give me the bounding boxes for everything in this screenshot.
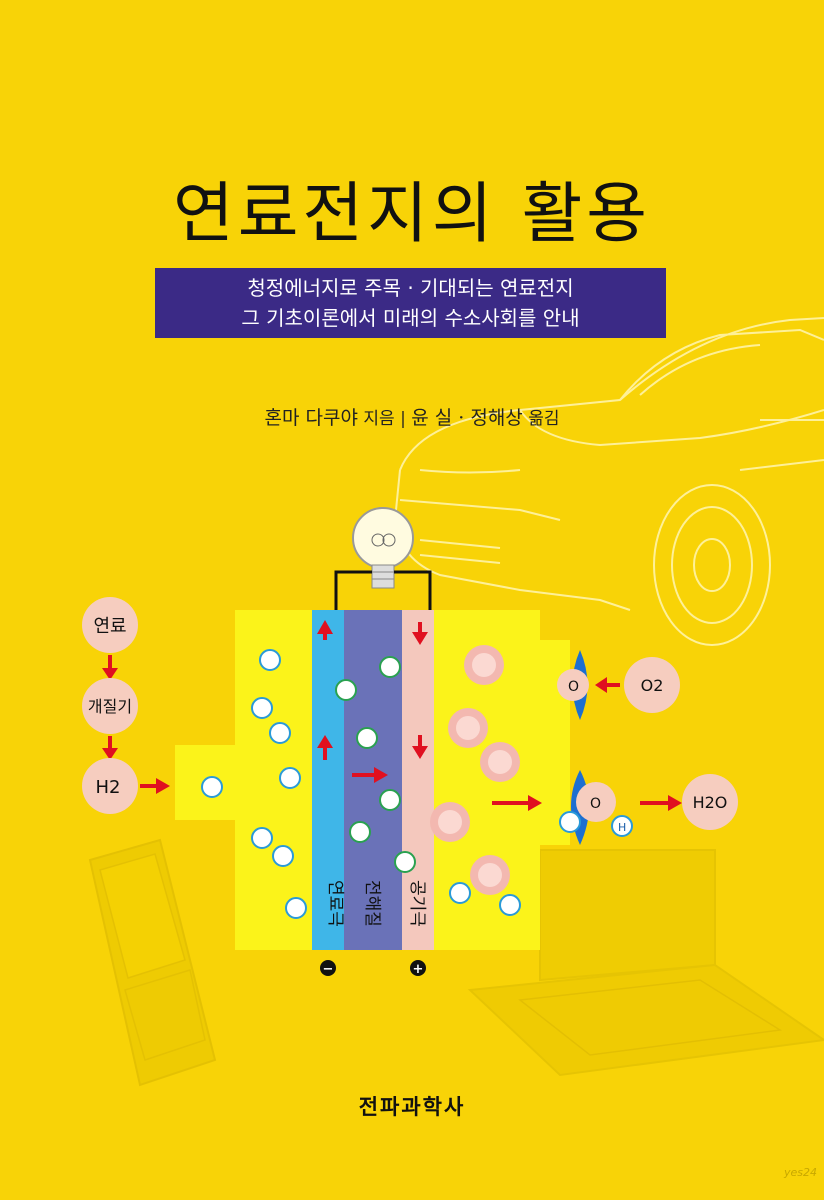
- fuel-node-label: 연료: [93, 616, 126, 637]
- hydrogen-atoms: [201, 649, 521, 919]
- reformer-node: [82, 678, 138, 734]
- water-output-node: [682, 774, 738, 830]
- electrolyte-label: 전해질: [362, 880, 382, 927]
- oxygen-input-label: O2: [641, 676, 664, 695]
- hydrogen-node: [82, 758, 138, 814]
- phone-illustration: [88, 838, 217, 1087]
- reformer-node-label: 개질기: [88, 697, 132, 716]
- cathode-label: 공기극: [407, 880, 427, 927]
- author-role: 지음: [363, 409, 395, 429]
- positive-terminal-label: +: [413, 962, 424, 977]
- oxygen-atom-label: O: [568, 679, 579, 695]
- subtitle-line-2: 그 기초이론에서 미래의 수소사회를 안내: [241, 306, 580, 330]
- translator-names: 윤 실 · 정해상: [411, 407, 523, 429]
- water-oxygen-label: O: [590, 796, 601, 812]
- water-output-label: H2O: [693, 793, 728, 812]
- author-separator: |: [400, 409, 406, 429]
- author-name: 혼마 다쿠야: [264, 407, 358, 429]
- subtitle-banner: 청정에너지로 주목 · 기대되는 연료전지 그 기초이론에서 미래의 수소사회를…: [155, 268, 666, 338]
- positive-terminal-icon: [410, 960, 426, 976]
- hydrogen-node-label: H2: [96, 777, 121, 798]
- anode-layer: [312, 610, 344, 950]
- light-bulb-icon: [352, 507, 414, 589]
- oxygen-atoms: [430, 645, 520, 895]
- oxygen-input-node: [624, 657, 680, 713]
- translator-role: 옮김: [528, 409, 560, 429]
- book-title: 연료전지의 활용: [172, 175, 652, 252]
- cathode-layer: [402, 610, 434, 950]
- negative-terminal-label: −: [323, 962, 334, 977]
- publisher-name: 전파과학사: [358, 1095, 466, 1119]
- anode-label: 연료극: [325, 880, 345, 927]
- circuit-wire: [334, 570, 432, 615]
- negative-terminal-icon: [320, 960, 336, 976]
- author-line: 혼마 다쿠야 지음 | 윤 실 · 정해상 옮김: [0, 403, 824, 430]
- subtitle-line-1: 청정에너지로 주목 · 기대되는 연료전지: [247, 276, 574, 300]
- water-hydrogen-label: H: [618, 821, 626, 834]
- watermark: yes24: [784, 1166, 818, 1179]
- fuel-node: [82, 597, 138, 653]
- proton-atoms: [335, 656, 416, 873]
